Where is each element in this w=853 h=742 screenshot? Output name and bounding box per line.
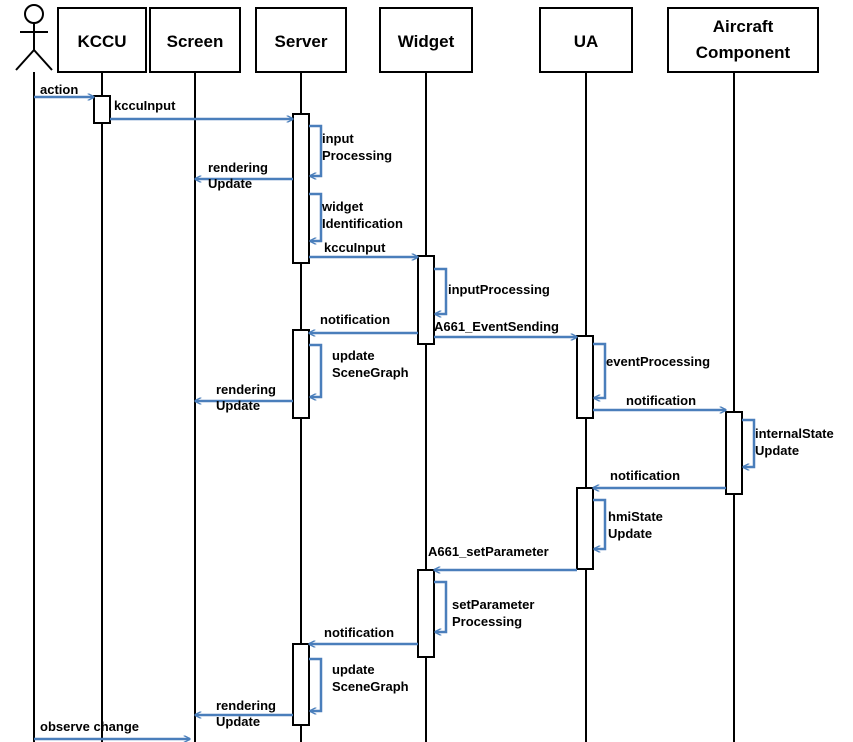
activation-kccu [93,95,111,124]
message-3: inputProcessing [309,124,392,176]
self-message-arrow [309,192,323,241]
message-17: A661_setParameter [428,544,577,570]
message-11: eventProcessing [593,342,710,398]
message-6: kccuInput [309,240,418,257]
participant-aircraft-label: Aircraft [713,17,774,36]
self-message-arrow [434,267,448,314]
message-7: inputProcessing [434,267,550,314]
self-message-arrow [309,657,323,711]
message-label: Update [216,714,260,729]
message-label: Processing [322,148,392,163]
message-label: inputProcessing [448,282,550,297]
message-label: observe change [40,719,139,734]
self-message-arrow [309,343,323,397]
message-1: action [34,82,94,97]
participant-widget-label: Widget [398,32,455,51]
activation-server [292,113,310,264]
message-label: action [40,82,78,97]
message-label: SceneGraph [332,365,409,380]
participant-server-label: Server [275,32,328,51]
message-15: notification [593,468,726,488]
activation-ua [576,335,594,419]
message-label: setParameter [452,597,534,612]
message-2: kccuInput [110,98,293,119]
participant-aircraft-label: Component [696,43,791,62]
participant-kccu-label: KCCU [77,32,126,51]
message-label: rendering [216,698,276,713]
message-label: notification [324,625,394,640]
message-22: observe change [34,719,190,739]
activation-server [292,329,310,419]
activation-ua [576,487,594,570]
message-8: notification [309,312,418,333]
message-label: rendering [208,160,268,175]
participant-widget-box [379,7,473,73]
message-label: Update [216,398,260,413]
message-9: A661_EventSending [434,319,577,337]
message-label: notification [610,468,680,483]
message-label: A661_EventSending [434,319,559,334]
message-label: kccuInput [114,98,176,113]
activation-widget [417,569,435,658]
message-label: internalState [755,426,834,441]
message-label: rendering [216,382,276,397]
message-label: notification [320,312,390,327]
self-message-arrow [742,418,756,467]
message-label: update [332,662,375,677]
message-label: input [322,131,354,146]
message-label: kccuInput [324,240,386,255]
message-label: SceneGraph [332,679,409,694]
message-label: A661_setParameter [428,544,549,559]
participant-aircraft-box [667,7,819,73]
participant-server-box [255,7,347,73]
message-label: Update [208,176,252,191]
message-19: notification [309,625,418,644]
self-message-arrow [309,124,323,176]
self-message-arrow [593,342,607,398]
self-message-arrow [593,498,607,549]
participant-ua-label: UA [574,32,599,51]
message-label: update [332,348,375,363]
participant-kccu-box [57,7,147,73]
actor-user-icon [15,4,53,71]
message-13: notification [593,393,726,410]
activation-widget [417,255,435,345]
message-label: widget [321,199,364,214]
activation-aircraft [725,411,743,495]
message-label: eventProcessing [606,354,710,369]
participant-screen-box [149,7,241,73]
message-label: Update [755,443,799,458]
participant-screen-label: Screen [167,32,224,51]
message-label: Update [608,526,652,541]
activation-server [292,643,310,726]
message-label: Processing [452,614,522,629]
message-label: notification [626,393,696,408]
participant-ua-box [539,7,633,73]
message-label: Identification [322,216,403,231]
self-message-arrow [434,580,448,632]
message-label: hmiState [608,509,663,524]
